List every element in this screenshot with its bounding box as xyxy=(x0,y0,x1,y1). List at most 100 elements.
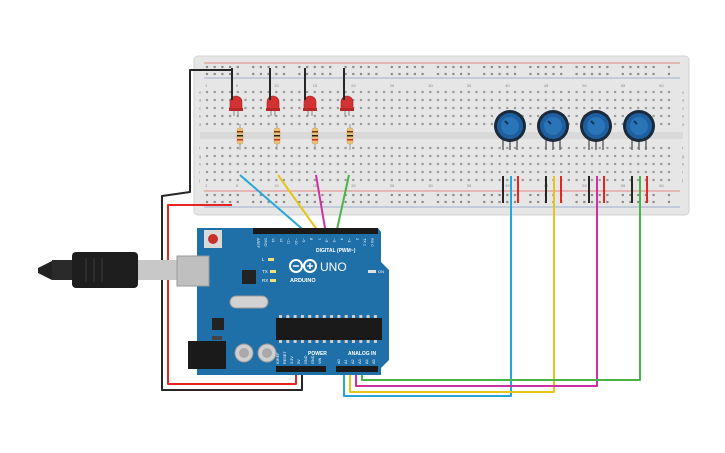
usb-cable-strain xyxy=(52,260,72,280)
terminal-hole xyxy=(436,146,440,150)
led-red-3[interactable] xyxy=(303,95,317,116)
potentiometer-2[interactable] xyxy=(537,110,569,150)
usb-cable[interactable] xyxy=(38,252,182,288)
wire-led1-signal[interactable] xyxy=(239,174,309,235)
terminal-hole xyxy=(637,106,640,110)
wire-pot2-signal[interactable] xyxy=(349,176,555,393)
potentiometer-1[interactable] xyxy=(494,110,526,150)
reset-button[interactable] xyxy=(208,234,218,244)
wire-led3-signal[interactable] xyxy=(315,174,327,235)
column-number-bottom: 15 xyxy=(313,183,318,188)
terminal-hole xyxy=(205,170,209,174)
rail-hole xyxy=(667,200,671,204)
terminal-hole xyxy=(614,90,617,94)
potentiometer-group[interactable] xyxy=(494,110,655,150)
wire-ground-top[interactable] xyxy=(161,69,303,391)
terminal-hole xyxy=(460,122,463,126)
terminal-hole xyxy=(344,170,347,174)
resistor-2[interactable] xyxy=(273,124,281,150)
rail-hole xyxy=(629,193,632,197)
terminal-hole xyxy=(436,154,440,158)
rail-hole xyxy=(344,72,347,76)
resistor-1[interactable] xyxy=(236,124,244,150)
resistor-group[interactable] xyxy=(236,124,354,150)
terminal-hole xyxy=(444,98,447,102)
rail-hole xyxy=(506,72,509,76)
terminal-hole xyxy=(398,170,401,174)
terminal-hole xyxy=(229,170,232,174)
resistor-3[interactable] xyxy=(311,124,319,150)
rail-hole xyxy=(267,65,270,69)
terminal-hole xyxy=(421,106,424,110)
terminal-hole xyxy=(267,146,270,150)
terminal-hole xyxy=(590,162,594,166)
rail-hole xyxy=(306,193,309,197)
wire-led2-signal[interactable] xyxy=(277,174,321,235)
terminal-hole xyxy=(367,98,370,102)
terminal-hole xyxy=(390,178,393,182)
rail-hole xyxy=(460,65,463,69)
wire-pot1-signal[interactable] xyxy=(343,176,512,397)
terminal-hole xyxy=(313,162,316,166)
rail-hole xyxy=(413,193,416,197)
terminal-hole xyxy=(490,162,493,166)
pin-label: ~5 xyxy=(332,238,336,242)
wire-pot3-signal[interactable] xyxy=(355,176,598,387)
terminal-hole xyxy=(652,106,655,110)
terminal-hole xyxy=(575,162,578,166)
rail-hole xyxy=(598,193,601,197)
terminal-hole xyxy=(667,162,671,166)
terminal-hole xyxy=(221,146,224,150)
terminal-hole xyxy=(306,170,309,174)
potentiometer-4[interactable] xyxy=(623,110,655,150)
terminal-hole xyxy=(336,114,339,118)
terminal-hole xyxy=(390,146,393,150)
terminal-hole xyxy=(490,154,493,158)
power-header-label: POWER xyxy=(308,351,327,357)
terminal-hole xyxy=(644,90,647,94)
terminal-hole xyxy=(429,122,432,126)
terminal-hole xyxy=(298,146,301,150)
rail-hole xyxy=(267,72,270,76)
resistor-4[interactable] xyxy=(346,124,354,150)
terminal-hole xyxy=(290,146,293,150)
terminal-hole xyxy=(390,114,393,118)
terminal-hole xyxy=(282,90,286,94)
terminal-hole xyxy=(467,146,470,150)
potentiometer-3[interactable] xyxy=(580,110,612,150)
terminal-hole xyxy=(398,154,401,158)
terminal-hole xyxy=(413,122,416,126)
pin-label: 4 xyxy=(340,238,344,240)
rail-hole xyxy=(575,72,578,76)
terminal-hole xyxy=(498,170,501,174)
terminal-hole xyxy=(460,178,463,182)
pin-label: ~6 xyxy=(324,238,328,242)
terminal-hole xyxy=(413,90,416,94)
rail-hole xyxy=(483,193,486,197)
terminal-hole xyxy=(583,106,586,110)
wire-led4-signal[interactable] xyxy=(335,174,350,235)
terminal-hole xyxy=(359,170,363,174)
rail-hole xyxy=(344,200,347,204)
terminal-hole xyxy=(444,178,447,182)
terminal-hole xyxy=(313,178,316,182)
terminal-hole xyxy=(329,170,332,174)
terminal-hole xyxy=(529,146,532,150)
terminal-hole xyxy=(621,90,624,94)
digital-header-strip xyxy=(253,228,378,234)
rail-hole xyxy=(367,193,370,197)
terminal-hole xyxy=(529,90,532,94)
terminal-hole xyxy=(567,154,570,158)
rail-hole xyxy=(236,200,239,204)
wire-5v[interactable] xyxy=(167,204,297,385)
rail-hole xyxy=(390,200,393,204)
terminal-hole xyxy=(221,114,224,118)
rail-hole xyxy=(398,200,401,204)
terminal-hole xyxy=(614,98,617,102)
